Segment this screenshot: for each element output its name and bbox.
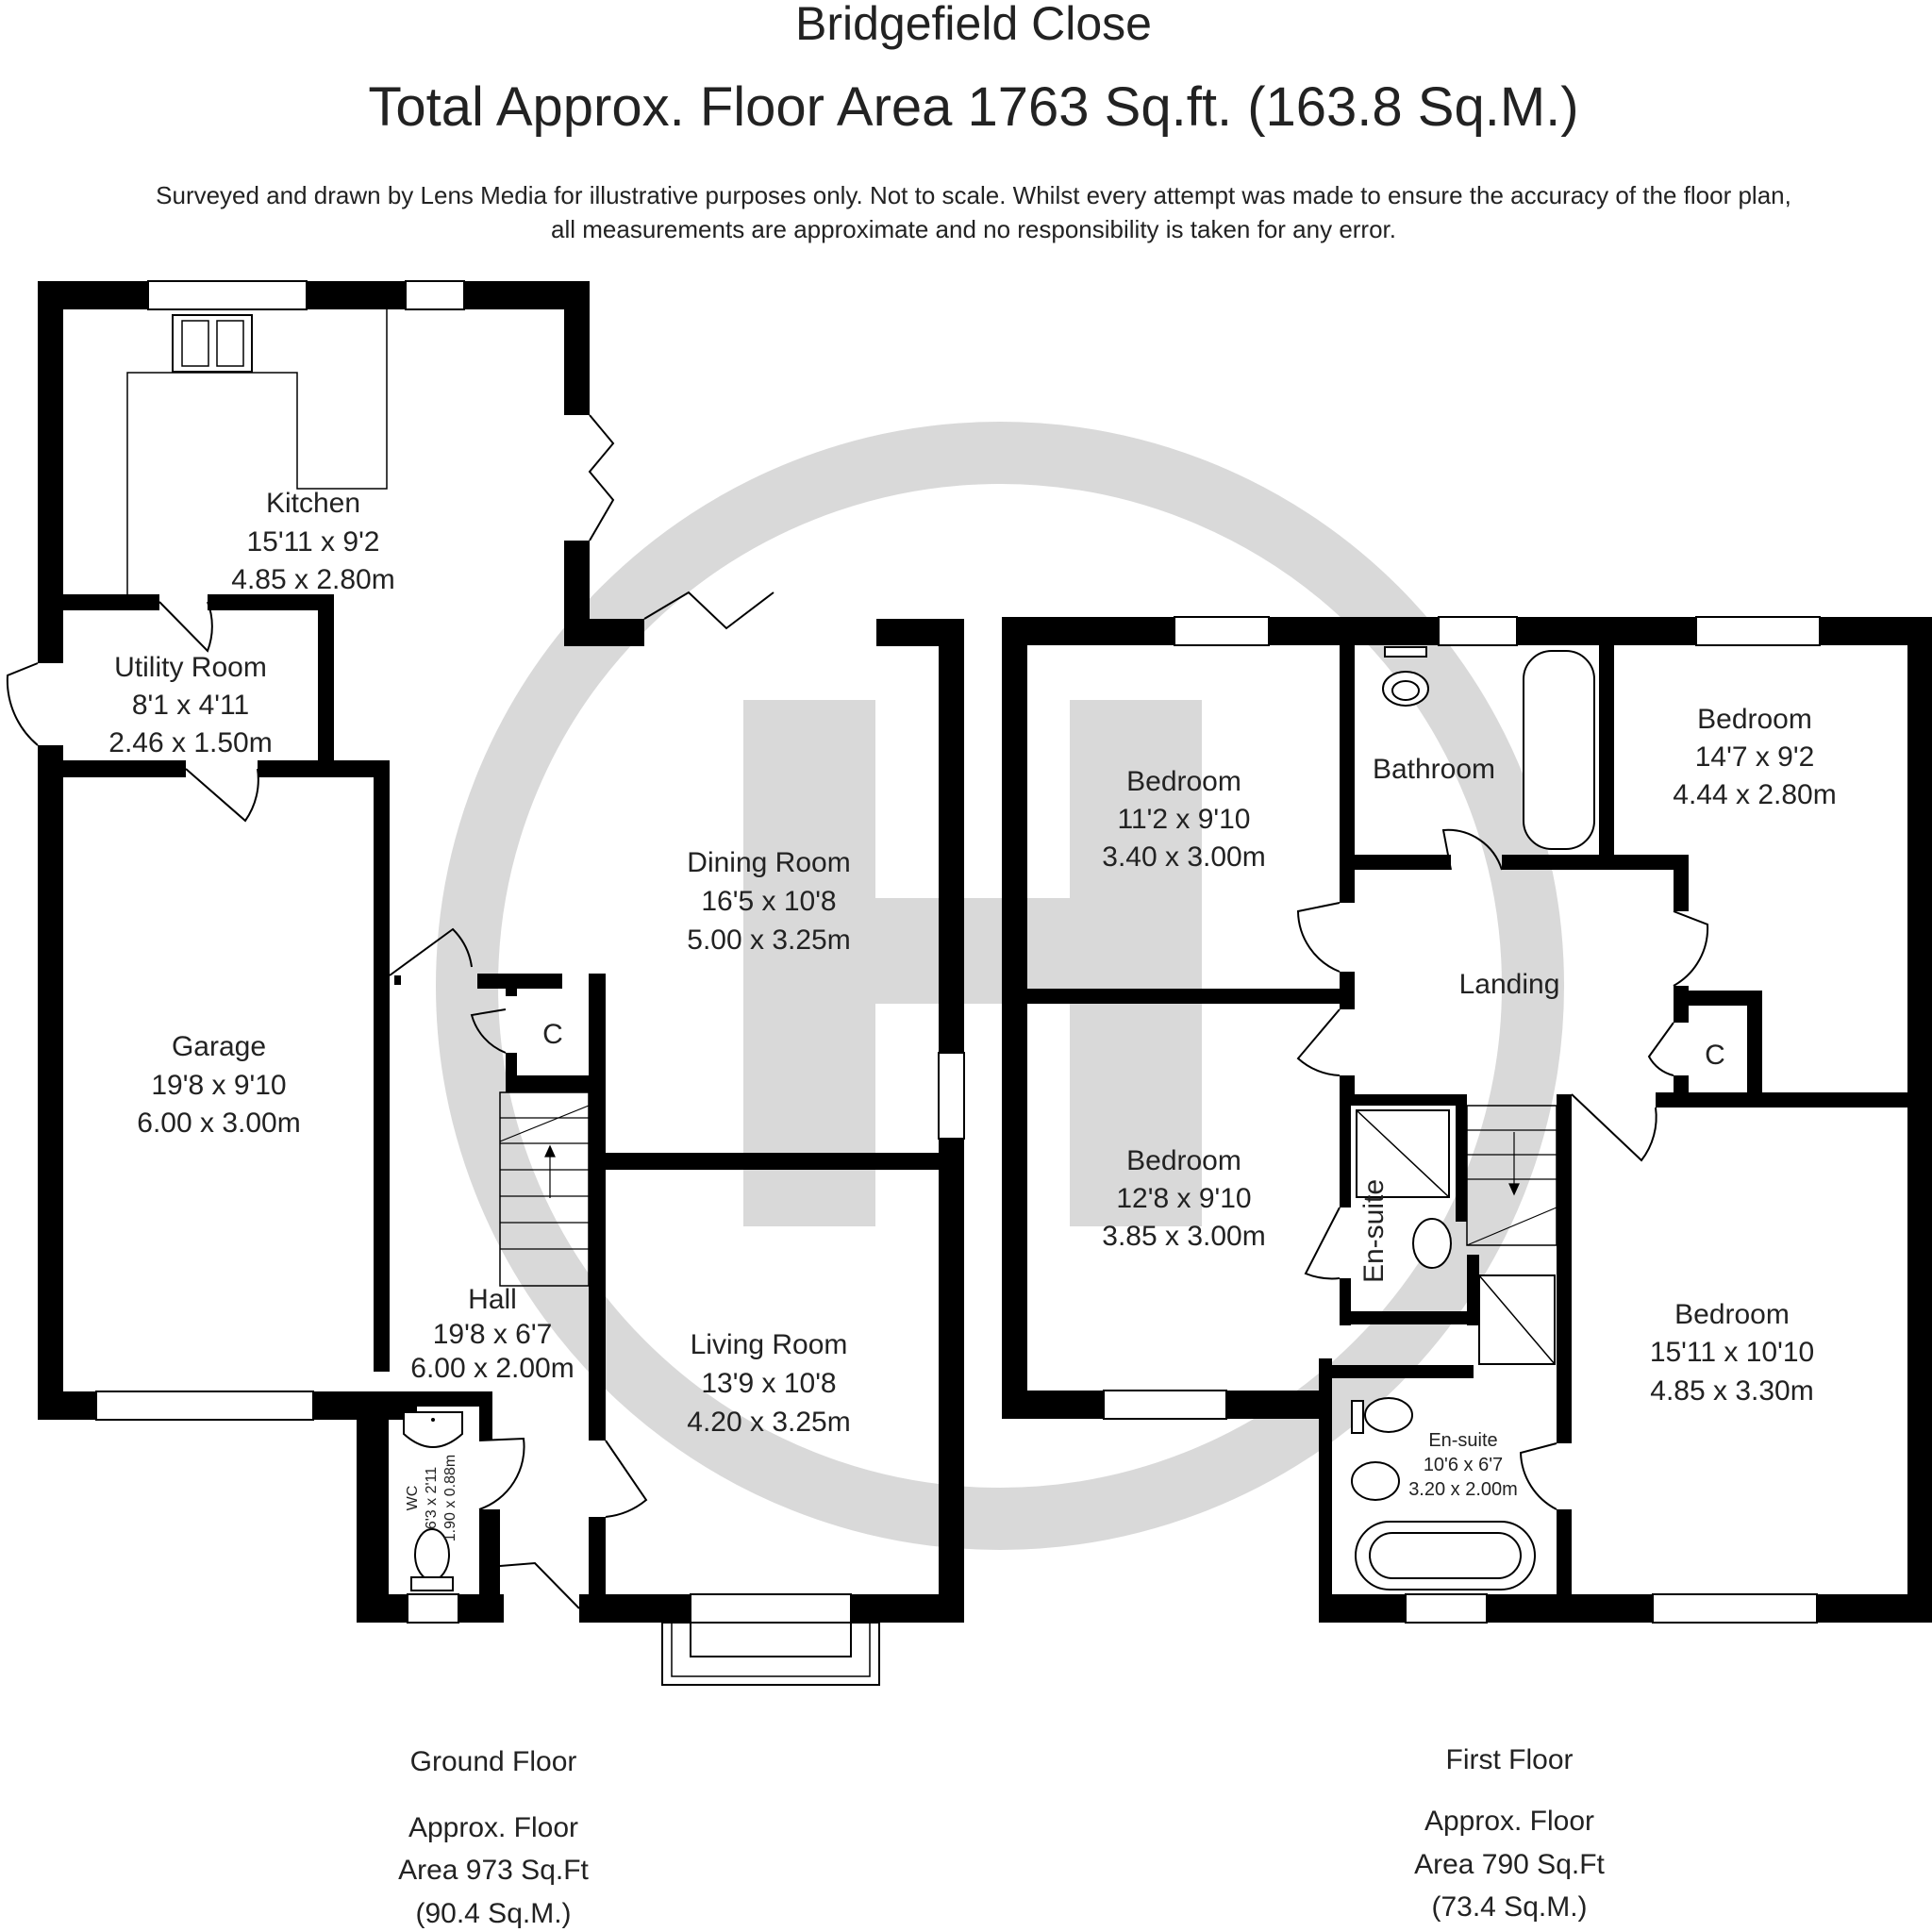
ground-stairs <box>499 1105 590 1250</box>
ground-floor-plan <box>6 280 965 1686</box>
svg-text:19'8 x 6'7: 19'8 x 6'7 <box>433 1319 553 1350</box>
svg-text:3.40 x 3.00m: 3.40 x 3.00m <box>1102 841 1265 873</box>
svg-text:Area 973 Sq.Ft: Area 973 Sq.Ft <box>398 1855 589 1886</box>
total-floor-area: Total Approx. Floor Area 1763 Sq.ft. (16… <box>368 76 1578 138</box>
ground-floor-caption: Ground Floor Approx. Floor Area 973 Sq.F… <box>398 1746 589 1929</box>
svg-text:11'2 x 9'10: 11'2 x 9'10 <box>1117 804 1250 835</box>
room-living: Living Room 13'9 x 10'8 4.20 x 3.25m <box>687 1329 850 1438</box>
room-hall: Hall 19'8 x 6'7 6.00 x 2.00m <box>410 1284 574 1384</box>
svg-text:Living Room: Living Room <box>691 1329 848 1360</box>
room-ensuite-small: En-suite <box>1358 1179 1390 1283</box>
svg-text:6.00 x 3.00m: 6.00 x 3.00m <box>137 1108 300 1139</box>
svg-text:En-suite: En-suite <box>1358 1179 1390 1283</box>
first-floor-plan <box>1002 616 1932 1624</box>
first-stairs <box>1466 1129 1557 1246</box>
svg-text:Ground Floor: Ground Floor <box>410 1746 577 1777</box>
svg-text:WC: WC <box>405 1486 421 1511</box>
svg-text:8'1 x 4'11: 8'1 x 4'11 <box>132 690 249 721</box>
room-wc: WC 6'3 x 2'11 1.90 x 0.88m <box>405 1455 458 1542</box>
svg-text:En-suite: En-suite <box>1428 1430 1497 1451</box>
svg-text:14'7 x 9'2: 14'7 x 9'2 <box>1695 741 1815 773</box>
svg-text:Landing: Landing <box>1459 969 1560 1000</box>
svg-text:15'11 x 10'10: 15'11 x 10'10 <box>1650 1337 1814 1368</box>
svg-text:C: C <box>542 1019 563 1050</box>
room-utility: Utility Room 8'1 x 4'11 2.46 x 1.50m <box>108 652 272 758</box>
svg-text:19'8 x 9'10: 19'8 x 9'10 <box>151 1070 286 1101</box>
svg-text:C: C <box>1705 1040 1725 1071</box>
svg-text:2.46 x 1.50m: 2.46 x 1.50m <box>108 727 272 758</box>
watermark-logo <box>436 422 1564 1550</box>
room-ensuite-large: En-suite 10'6 x 6'7 3.20 x 2.00m <box>1408 1430 1518 1500</box>
room-bedroom-4: Bedroom 15'11 x 10'10 4.85 x 3.30m <box>1650 1299 1814 1407</box>
svg-text:4.20 x 3.25m: 4.20 x 3.25m <box>687 1407 850 1438</box>
svg-text:1.90 x 0.88m: 1.90 x 0.88m <box>442 1455 458 1542</box>
room-dining: Dining Room 16'5 x 10'8 5.00 x 3.25m <box>687 847 850 956</box>
svg-text:3.85 x 3.00m: 3.85 x 3.00m <box>1102 1221 1265 1252</box>
svg-text:Bedroom: Bedroom <box>1126 766 1241 797</box>
svg-text:Dining Room: Dining Room <box>687 847 850 878</box>
svg-text:First Floor: First Floor <box>1446 1744 1574 1775</box>
svg-text:13'9 x 10'8: 13'9 x 10'8 <box>701 1368 836 1399</box>
svg-text:10'6 x 6'7: 10'6 x 6'7 <box>1424 1455 1503 1475</box>
room-landing: Landing <box>1459 969 1560 1000</box>
svg-text:Utility Room: Utility Room <box>114 652 267 683</box>
svg-text:Approx. Floor: Approx. Floor <box>408 1812 578 1843</box>
disclaimer-line-1: Surveyed and drawn by Lens Media for ill… <box>156 181 1791 209</box>
first-floor-caption: First Floor Approx. Floor Area 790 Sq.Ft… <box>1414 1744 1605 1923</box>
svg-text:12'8 x 9'10: 12'8 x 9'10 <box>1116 1183 1251 1214</box>
room-kitchen: Kitchen 15'11 x 9'2 4.85 x 2.80m <box>231 488 394 595</box>
room-bedroom-1: Bedroom 11'2 x 9'10 3.40 x 3.00m <box>1102 766 1265 873</box>
svg-text:3.20 x 2.00m: 3.20 x 2.00m <box>1408 1479 1518 1500</box>
disclaimer-line-2: all measurements are approximate and no … <box>551 215 1396 243</box>
svg-text:Bathroom: Bathroom <box>1373 754 1495 785</box>
svg-text:(90.4 Sq.M.): (90.4 Sq.M.) <box>415 1898 571 1929</box>
svg-text:Area 790 Sq.Ft: Area 790 Sq.Ft <box>1414 1849 1605 1880</box>
room-cupboard-first: C <box>1705 1040 1725 1071</box>
room-cupboard-ground: C <box>542 1019 563 1050</box>
svg-text:Garage: Garage <box>172 1031 266 1062</box>
svg-text:4.85 x 2.80m: 4.85 x 2.80m <box>231 564 394 595</box>
svg-text:6.00 x 2.00m: 6.00 x 2.00m <box>410 1353 574 1384</box>
svg-text:(73.4 Sq.M.): (73.4 Sq.M.) <box>1431 1891 1587 1923</box>
page-title: Bridgefield Close <box>795 0 1152 50</box>
svg-text:6'3 x 2'11: 6'3 x 2'11 <box>424 1467 440 1529</box>
room-garage: Garage 19'8 x 9'10 6.00 x 3.00m <box>137 1031 300 1139</box>
svg-text:Kitchen: Kitchen <box>266 488 360 519</box>
room-bedroom-3: Bedroom 12'8 x 9'10 3.85 x 3.00m <box>1102 1145 1265 1252</box>
room-bathroom: Bathroom <box>1373 754 1495 785</box>
svg-text:5.00 x 3.25m: 5.00 x 3.25m <box>687 924 850 956</box>
svg-text:4.44 x 2.80m: 4.44 x 2.80m <box>1673 779 1836 810</box>
svg-text:Bedroom: Bedroom <box>1126 1145 1241 1176</box>
svg-text:Bedroom: Bedroom <box>1674 1299 1790 1330</box>
svg-text:Approx. Floor: Approx. Floor <box>1424 1806 1594 1837</box>
room-bedroom-2: Bedroom 14'7 x 9'2 4.44 x 2.80m <box>1673 704 1836 810</box>
svg-text:15'11 x 9'2: 15'11 x 9'2 <box>246 526 379 558</box>
svg-text:4.85 x 3.30m: 4.85 x 3.30m <box>1650 1375 1813 1407</box>
svg-text:Hall: Hall <box>468 1284 517 1315</box>
svg-text:Bedroom: Bedroom <box>1697 704 1812 735</box>
svg-text:16'5 x 10'8: 16'5 x 10'8 <box>701 886 836 917</box>
